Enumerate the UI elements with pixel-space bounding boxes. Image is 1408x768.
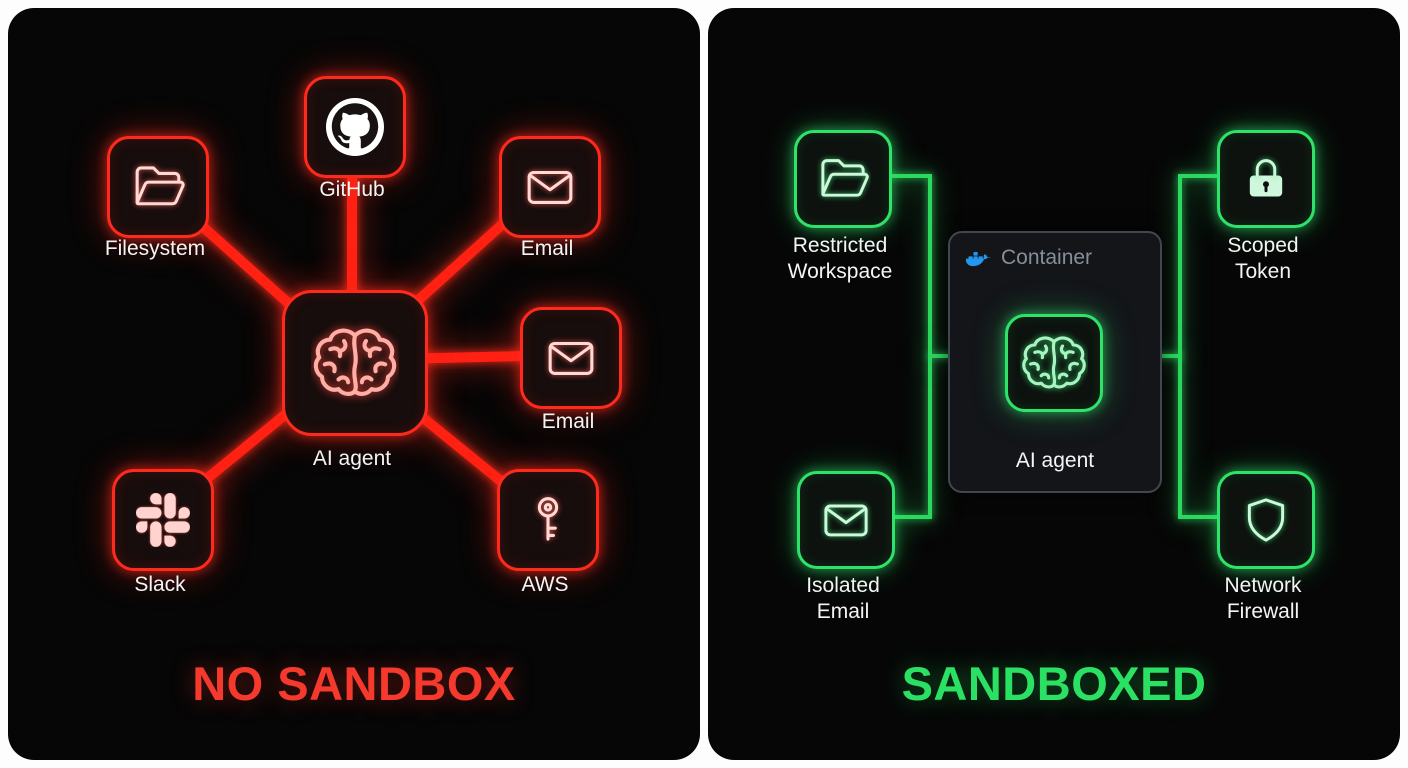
sandboxed-title: SANDBOXED (901, 657, 1207, 710)
node-network-firewall (1217, 471, 1315, 569)
node-isolated-email (797, 471, 895, 569)
node-ai-agent (282, 290, 428, 436)
node-scoped-token-label: Scoped Token (1227, 234, 1299, 284)
node-sandboxed-ai-agent (1005, 314, 1103, 412)
docker-icon (965, 251, 991, 266)
envelope-icon (527, 170, 573, 204)
node-github-label: GitHub (319, 178, 385, 201)
shield-icon (1247, 498, 1285, 542)
container-header: Container (965, 246, 1092, 270)
lock-icon (1249, 159, 1283, 197)
envelope-icon (824, 504, 868, 537)
node-isolated-email-label: Isolated Email (806, 574, 880, 624)
node-filesystem-label: Filesystem (104, 237, 206, 260)
node-slack (112, 469, 214, 571)
folder-icon (821, 159, 869, 197)
node-aws-label: AWS (521, 573, 569, 596)
node-filesystem (107, 136, 209, 238)
node-github (304, 76, 406, 178)
node-email-right-label: Email (541, 410, 595, 433)
brain-icon (313, 328, 397, 396)
node-aws (497, 469, 599, 571)
slack-icon (136, 493, 190, 547)
node-scoped-token (1217, 130, 1315, 228)
envelope-icon (548, 341, 594, 375)
node-network-firewall-label: Network Firewall (1224, 574, 1302, 624)
no-sandbox-title: NO SANDBOX (192, 657, 516, 710)
node-restricted-workspace (794, 130, 892, 228)
node-email-right (520, 307, 622, 409)
brain-icon (1022, 336, 1086, 389)
container-box: Container AI agent (948, 231, 1162, 493)
node-email-top (499, 136, 601, 238)
folder-icon (135, 166, 185, 206)
github-icon (326, 98, 384, 156)
key-icon (537, 497, 559, 541)
node-email-top-label: Email (520, 237, 574, 260)
node-ai-agent-label: AI agent (312, 447, 392, 470)
node-restricted-workspace-label: Restricted Workspace (787, 234, 893, 284)
node-sandboxed-ai-agent-label: AI agent (1015, 449, 1095, 472)
node-slack-label: Slack (134, 573, 186, 596)
container-label: Container (1001, 246, 1093, 269)
